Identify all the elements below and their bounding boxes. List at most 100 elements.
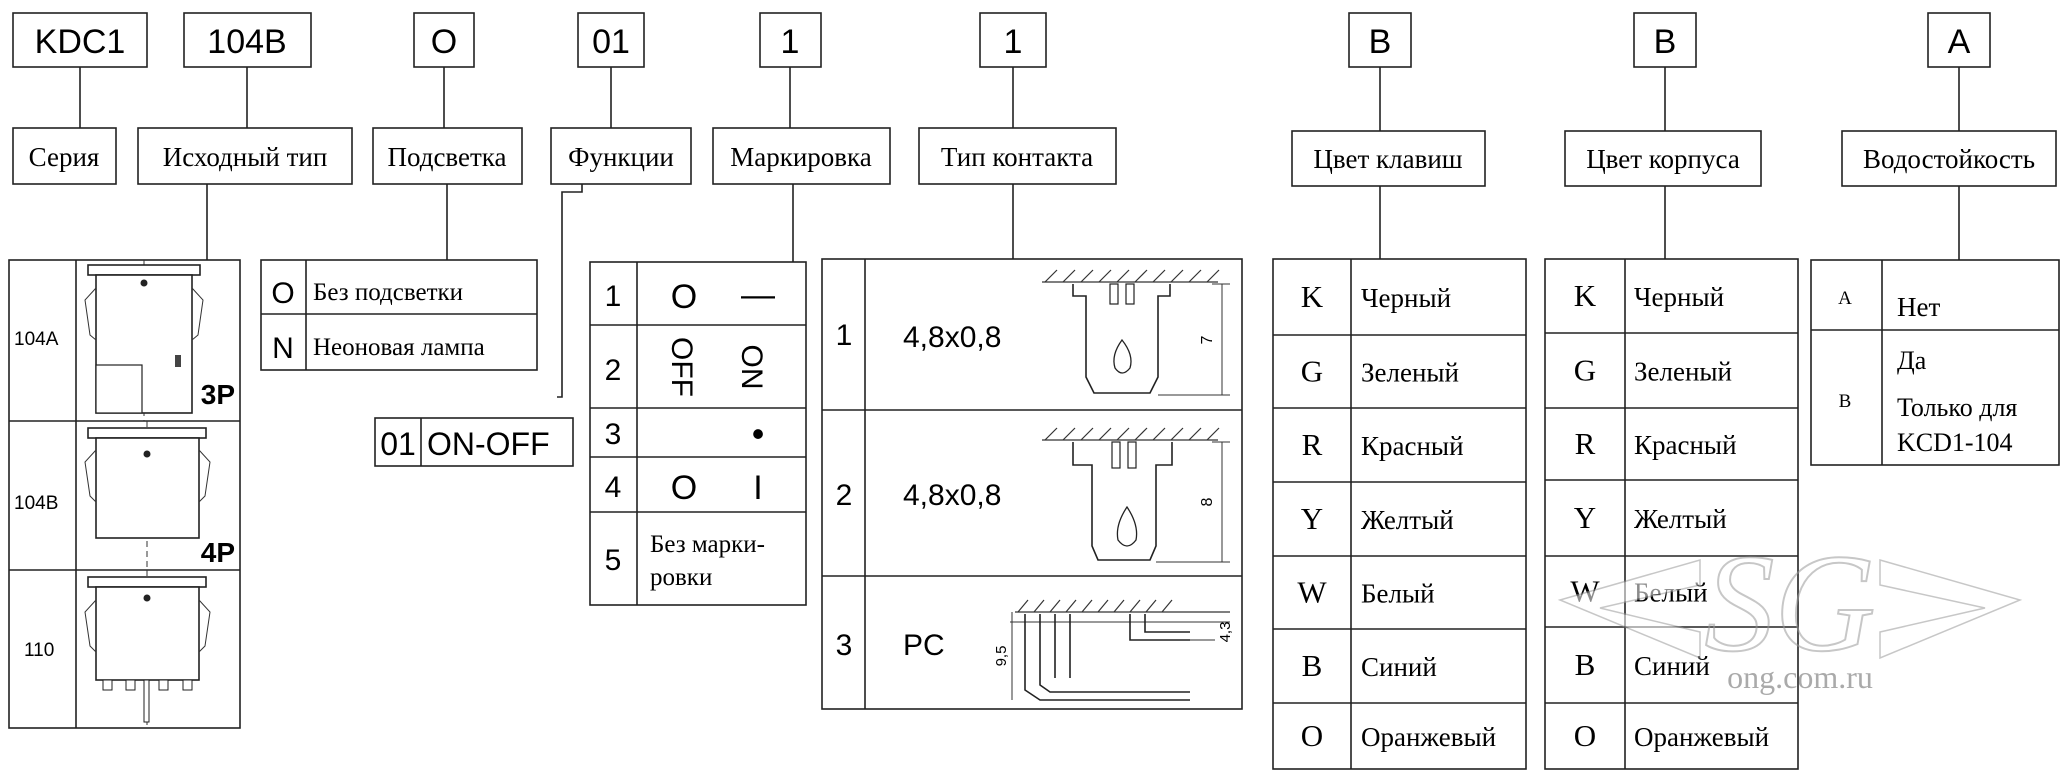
- header-type-label: Исходный тип: [163, 142, 328, 172]
- key-color-name-5: Синий: [1361, 652, 1437, 682]
- marking-5-text-line1: Без марки-: [650, 531, 765, 558]
- key-color-name-6: Оранжевый: [1361, 722, 1496, 752]
- header-contact-label: Тип контакта: [941, 142, 1093, 172]
- header-backlight: [372, 127, 523, 185]
- marking-3-right: •: [752, 413, 765, 454]
- key-color-code-1: G: [1301, 354, 1323, 389]
- backlight-desc-n: Неоновая лампа: [313, 334, 485, 361]
- header-boxes: Серия Исходный тип Подсветка Функции Мар…: [12, 127, 2057, 187]
- key-color-code-5: B: [1302, 648, 1323, 683]
- key-color-code-3: Y: [1301, 501, 1323, 536]
- backlight-code-o: O: [271, 277, 294, 310]
- contact-3-drawing: 9,5 4,3: [993, 599, 1234, 701]
- contact-1-drawing: 7: [1042, 269, 1230, 396]
- body-color-name-0: Черный: [1634, 282, 1724, 312]
- contact-table: 1 4,8x0,8 2 4,8x0,8 3 PC 7: [821, 258, 1243, 710]
- contact-size-1: 4,8x0,8: [903, 321, 1001, 354]
- marking-num-1: 1: [605, 280, 622, 313]
- header-series: [12, 127, 117, 185]
- header-body-color-label: Цвет корпуса: [1586, 144, 1740, 174]
- code-type: 104B: [207, 23, 286, 61]
- code-box-series: [12, 12, 148, 68]
- code-waterproof: A: [1948, 23, 1971, 61]
- key-color-name-3: Желтый: [1361, 505, 1454, 535]
- code-boxes: KDC1 104B O 01 1 1 B B A: [12, 12, 1991, 68]
- header-waterproof: [1841, 130, 2057, 187]
- header-marking: [712, 127, 891, 185]
- header-functions: [550, 127, 692, 185]
- body-color-name-1: Зеленый: [1634, 357, 1732, 387]
- header-contact: [918, 127, 1117, 185]
- code-marking: 1: [781, 23, 800, 61]
- header-connectors: [206, 184, 1960, 398]
- body-color-name-6: Оранжевый: [1634, 722, 1769, 752]
- backlight-code-n: N: [272, 332, 294, 365]
- contact-2-drawing: 8: [1042, 427, 1230, 563]
- watermark-site: ong.com.ru: [1727, 659, 1873, 695]
- contact-3-dim-b: 4,3: [1217, 622, 1234, 643]
- key-color-name-2: Красный: [1361, 431, 1464, 461]
- waterproof-table-frame: [1810, 259, 2060, 466]
- watermark-right-chevron: [1879, 559, 2023, 660]
- backlight-table: O Без подсветки N Неоновая лампа: [260, 259, 538, 371]
- marking-table: 1 O — 2 OFF ON 3 • 4 O I 5 Без марки- ро…: [589, 261, 807, 606]
- code-body-color: B: [1654, 23, 1677, 61]
- switch-110-drawing: [84, 570, 211, 725]
- code-connectors: [79, 67, 1960, 131]
- watermark-left-chevron: [1557, 559, 1701, 660]
- body-color-code-6: O: [1574, 718, 1596, 753]
- marking-num-3: 3: [605, 418, 622, 451]
- marking-4-right: I: [753, 469, 762, 507]
- marking-4-left: O: [671, 469, 697, 507]
- contact-num-1: 1: [836, 319, 853, 352]
- key-color-code-2: R: [1302, 427, 1323, 462]
- header-functions-label: Функции: [568, 142, 674, 172]
- body-color-code-0: K: [1574, 278, 1597, 313]
- type-label-104a: 104A: [14, 329, 59, 350]
- header-marking-label: Маркировка: [730, 142, 872, 172]
- type-table: 104A 104B 110 3P 4P: [8, 259, 241, 729]
- marking-num-2: 2: [605, 354, 622, 387]
- body-color-table-frame: [1544, 258, 1799, 770]
- body-color-name-3: Желтый: [1634, 504, 1727, 534]
- switch-104b-drawing: [84, 421, 211, 570]
- waterproof-desc-b-line3: KCD1-104: [1897, 428, 2013, 457]
- code-key-color: B: [1369, 23, 1392, 61]
- body-color-name-2: Красный: [1634, 430, 1737, 460]
- waterproof-code-a: A: [1838, 288, 1852, 309]
- header-waterproof-label: Водостойкость: [1863, 144, 2035, 174]
- code-box-body-color: [1633, 12, 1697, 68]
- code-box-contact: [979, 12, 1047, 68]
- function-desc-on-off: ON-OFF: [427, 426, 550, 462]
- code-function: 01: [592, 23, 630, 61]
- switch-104a-drawing: [84, 260, 204, 421]
- header-key-color-label: Цвет клавиш: [1313, 144, 1462, 174]
- watermark: SG ong.com.ru: [1557, 525, 2023, 695]
- functions-table-frame: [374, 417, 574, 467]
- contact-size-3: PC: [903, 629, 945, 662]
- marking-table-frame: [589, 261, 807, 606]
- watermark-logo: SG: [1704, 526, 1875, 681]
- body-color-code-3: Y: [1574, 500, 1596, 535]
- body-color-code-5: B: [1575, 647, 1596, 682]
- type-label-104b: 104B: [14, 493, 58, 514]
- type-pins-4p: 4P: [201, 537, 235, 568]
- marking-1-left: O: [671, 278, 697, 316]
- header-type: [137, 127, 353, 185]
- marking-1-right: —: [741, 276, 775, 314]
- header-key-color: [1291, 130, 1486, 187]
- contact-num-3: 3: [836, 629, 853, 662]
- waterproof-table: A Нет B Да Только для KCD1-104: [1810, 259, 2060, 466]
- waterproof-code-b: B: [1839, 391, 1852, 412]
- waterproof-desc-b-line2: Только для: [1897, 393, 2017, 422]
- function-code-01: 01: [380, 426, 416, 462]
- contact-1-dim: 7: [1199, 335, 1216, 344]
- type-pins-3p: 3P: [201, 379, 235, 410]
- marking-2-left: OFF: [665, 337, 698, 397]
- code-box-function: [577, 12, 645, 68]
- code-box-type: [183, 12, 312, 68]
- key-color-table-frame: [1272, 258, 1527, 770]
- waterproof-desc-b-line1: Да: [1897, 346, 1927, 375]
